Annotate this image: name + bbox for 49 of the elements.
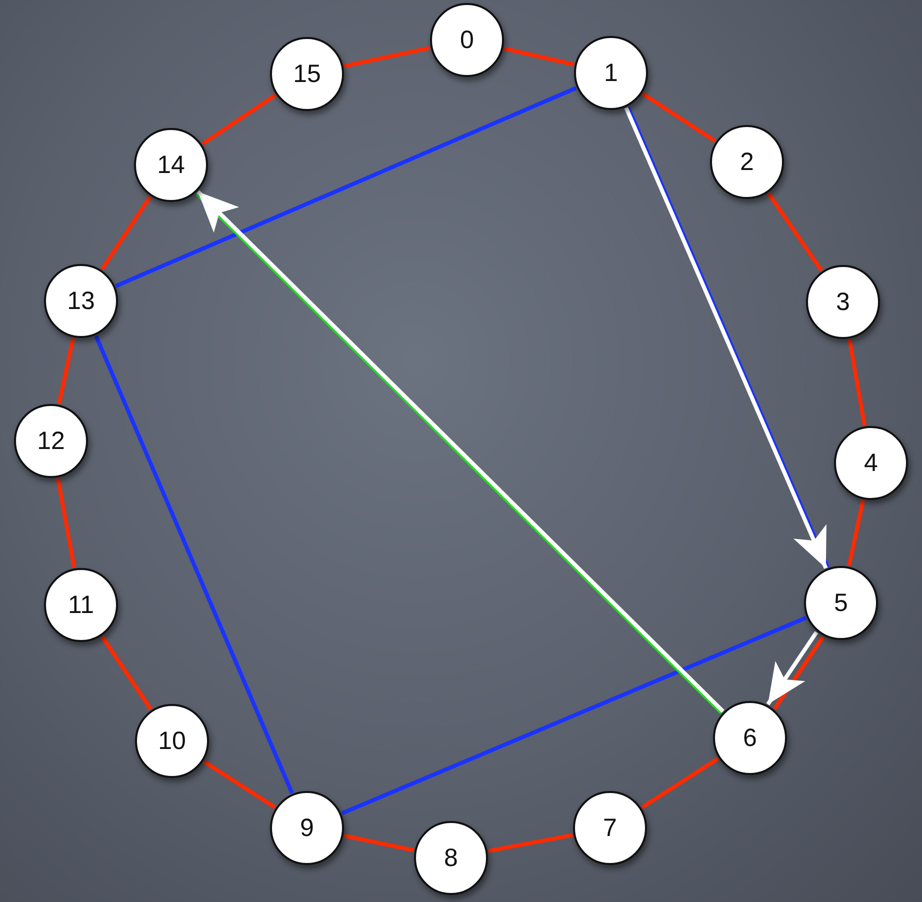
node-circle: [414, 821, 488, 895]
connector-line: [100, 196, 152, 270]
node-circle: [573, 791, 647, 865]
node-circle: [806, 265, 880, 339]
node-number: 5: [834, 588, 848, 618]
node-circle: [713, 701, 787, 775]
connector-line: [642, 92, 716, 143]
node-number: 6: [743, 724, 757, 752]
node-number: 14: [157, 150, 185, 180]
connector-line: [344, 834, 414, 852]
node-circle: [710, 125, 784, 199]
node-number: 13: [67, 286, 95, 316]
node-number: 4: [864, 448, 878, 478]
connector-line: [341, 616, 807, 816]
connector-line: [100, 635, 153, 711]
node-number: 2: [740, 148, 754, 176]
node-circle: [574, 36, 648, 110]
connector-line: [56, 478, 76, 568]
node-circle: [135, 704, 209, 778]
node-circle: [270, 791, 344, 865]
connector-line: [504, 46, 574, 66]
arrow: [766, 631, 818, 706]
node-circle: [834, 426, 908, 500]
connector-line: [202, 760, 276, 810]
node-number: 10: [158, 726, 186, 756]
connector-line: [57, 338, 75, 404]
connector-line: [640, 756, 720, 810]
node-number: 3: [836, 288, 850, 316]
connector-line: [94, 335, 294, 794]
node-number: 1: [604, 58, 618, 88]
connector-line: [115, 86, 577, 288]
node-number: 11: [68, 590, 94, 620]
connector-line: [488, 833, 574, 853]
connector-line: [201, 93, 277, 146]
node-number: 15: [293, 60, 321, 88]
node-number: 7: [603, 814, 617, 842]
node-number: 12: [37, 426, 65, 456]
connector-line: [344, 46, 430, 68]
node-number: 0: [460, 26, 474, 54]
node-number: 8: [444, 844, 458, 872]
connector-line: [848, 339, 866, 426]
connector-line: [847, 500, 865, 566]
connector-line: [772, 636, 825, 710]
node-number: 9: [300, 814, 314, 842]
node-circle: [430, 3, 504, 77]
node-circle: [44, 264, 118, 338]
connector-line: [766, 192, 824, 272]
node-circle: [270, 37, 344, 111]
node-circle: [804, 566, 878, 640]
